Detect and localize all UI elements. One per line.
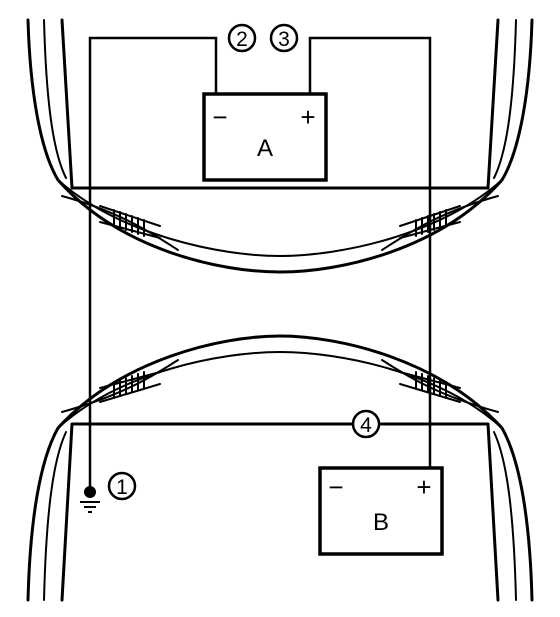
svg-text:3: 3	[278, 28, 290, 51]
battery-b: − + B	[318, 466, 444, 556]
battery-b-label: B	[373, 509, 389, 536]
svg-text:4: 4	[360, 414, 372, 437]
callout-2: 2	[227, 23, 257, 53]
battery-b-neg-terminal: −	[328, 472, 343, 502]
battery-a-pos-terminal: +	[300, 102, 315, 132]
negative-cable	[88, 36, 218, 490]
lower-vehicle	[26, 334, 534, 602]
svg-text:1: 1	[116, 476, 128, 499]
callout-1: 1	[107, 471, 137, 501]
ground-icon	[80, 486, 100, 513]
upper-left-hinge-hatch	[99, 205, 161, 239]
battery-b-pos-terminal: +	[416, 472, 431, 502]
callout-4: 4	[351, 409, 381, 439]
jumper-cables	[80, 36, 432, 513]
battery-a: − + A	[202, 92, 328, 182]
callout-3: 3	[269, 23, 299, 53]
lower-left-hinge-hatch	[99, 371, 161, 403]
battery-a-neg-terminal: −	[212, 102, 227, 132]
svg-text:2: 2	[236, 28, 248, 51]
positive-cable	[308, 36, 432, 468]
battery-a-label: A	[257, 135, 273, 162]
